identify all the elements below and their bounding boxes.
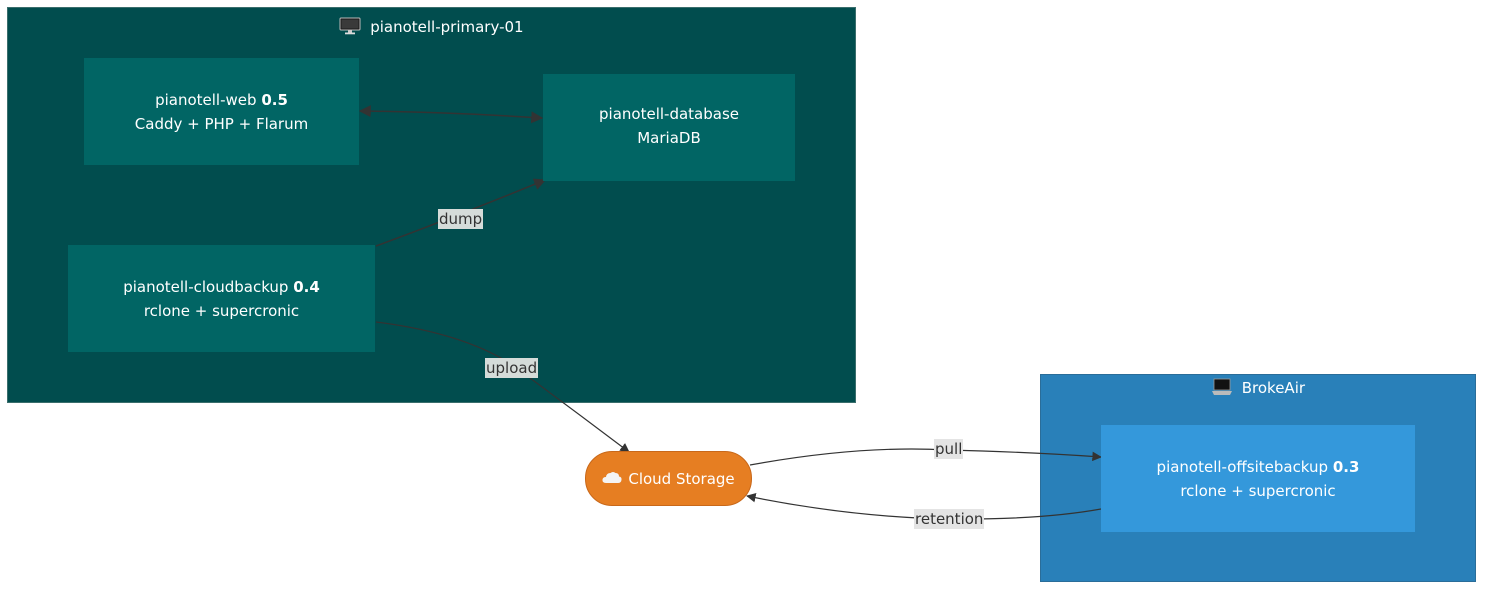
edge-label-dump: dump bbox=[438, 209, 484, 229]
node-subtitle: MariaDB bbox=[637, 129, 701, 147]
node-title: pianotell-cloudbackup 0.4 bbox=[123, 275, 320, 299]
group-title-primary: pianotell-primary-01 bbox=[8, 17, 855, 40]
node-version: 0.4 bbox=[293, 277, 320, 296]
node-cloud-storage[interactable]: Cloud Storage bbox=[585, 451, 752, 506]
group-title-text: BrokeAir bbox=[1241, 379, 1306, 397]
edge-label-upload: upload bbox=[485, 358, 539, 378]
desktop-computer-icon bbox=[339, 17, 361, 40]
cloud-storage-label: Cloud Storage bbox=[628, 469, 735, 488]
node-pianotell-cloudbackup[interactable]: pianotell-cloudbackup 0.4 rclone + super… bbox=[68, 245, 375, 352]
node-title: pianotell-web 0.5 bbox=[155, 88, 288, 112]
node-title: pianotell-database bbox=[599, 102, 739, 126]
node-title: pianotell-offsitebackup 0.3 bbox=[1157, 455, 1360, 479]
laptop-icon bbox=[1211, 378, 1233, 401]
node-name: pianotell-web bbox=[155, 90, 257, 109]
node-subtitle: Caddy + PHP + Flarum bbox=[134, 114, 309, 133]
node-name: pianotell-offsitebackup bbox=[1156, 457, 1329, 476]
node-subtitle: rclone + supercronic bbox=[143, 301, 300, 320]
edge-label-retention: retention bbox=[914, 509, 985, 529]
node-pianotell-database[interactable]: pianotell-database MariaDB bbox=[543, 74, 795, 181]
group-title-brokeair: BrokeAir bbox=[1041, 378, 1475, 401]
node-subtitle: rclone + supercronic bbox=[1180, 481, 1336, 500]
group-title-text: pianotell-primary-01 bbox=[370, 18, 524, 36]
edge-label-pull: pull bbox=[934, 439, 964, 459]
node-name: pianotell-database bbox=[599, 105, 739, 123]
node-version: 0.3 bbox=[1332, 457, 1360, 476]
edge-web-database bbox=[358, 105, 544, 124]
edge-pull bbox=[749, 448, 1102, 466]
node-version: 0.5 bbox=[261, 90, 288, 109]
cloud-icon bbox=[602, 470, 622, 488]
node-pianotell-offsitebackup[interactable]: pianotell-offsitebackup 0.3 rclone + sup… bbox=[1101, 425, 1415, 532]
node-pianotell-web[interactable]: pianotell-web 0.5 Caddy + PHP + Flarum bbox=[84, 58, 359, 165]
edge-upload bbox=[375, 321, 630, 453]
node-name: pianotell-cloudbackup bbox=[123, 277, 289, 296]
